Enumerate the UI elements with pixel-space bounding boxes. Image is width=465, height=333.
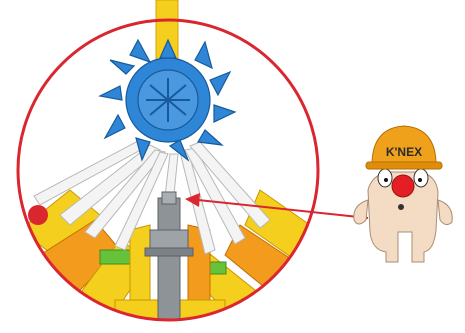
magnified-view <box>0 0 340 328</box>
red-nose <box>392 175 414 197</box>
knex-mascot: K'NEX <box>354 126 452 262</box>
knex-logo: K'NEX <box>386 145 422 159</box>
